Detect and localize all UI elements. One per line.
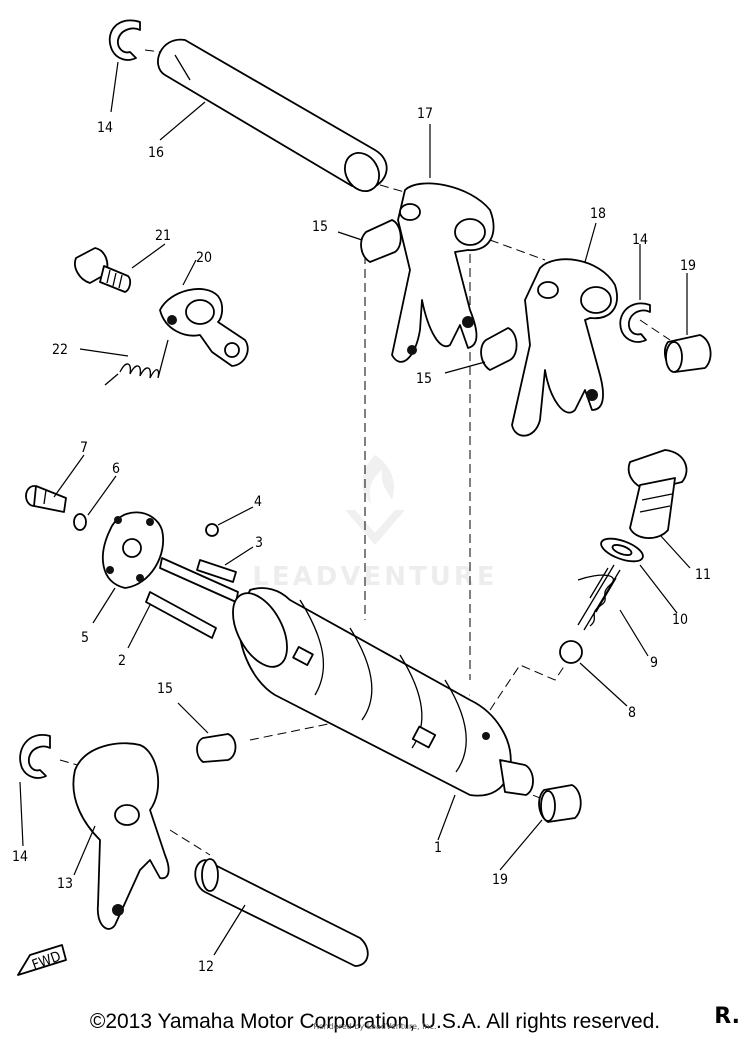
guide-bar-lower xyxy=(194,858,369,967)
shift-fork-13 xyxy=(72,742,170,930)
fwd-label: FWD xyxy=(30,949,63,974)
label-14-top: 14 xyxy=(97,120,113,136)
stopper-lever xyxy=(159,288,249,367)
label-19-lower: 19 xyxy=(492,872,508,888)
screw-7 xyxy=(25,485,67,513)
fwd-arrow-icon: FWD xyxy=(17,944,67,976)
washer-10 xyxy=(600,537,644,563)
circlip-top-left xyxy=(108,19,141,61)
spring-9 xyxy=(577,564,621,631)
washer-6 xyxy=(73,513,87,531)
label-9: 9 xyxy=(650,655,658,671)
shift-drum xyxy=(232,587,534,797)
label-8: 8 xyxy=(628,705,636,721)
copyright-notice: ©2013 Yamaha Motor Corporation, U.S.A. A… xyxy=(89,1010,661,1033)
parts-diagram: FWD 14 16 17 15 21 20 xyxy=(12,19,712,976)
label-20: 20 xyxy=(196,250,212,266)
label-7: 7 xyxy=(80,440,88,456)
rendered-by-note: Rendered by LeadVenture, Inc. xyxy=(313,1022,437,1031)
label-15-lower: 15 xyxy=(157,681,173,697)
page-letter: R. xyxy=(714,1004,740,1029)
guide-bar-upper xyxy=(157,38,388,192)
bolt-11 xyxy=(627,449,688,539)
label-17: 17 xyxy=(417,106,433,122)
label-15-top: 15 xyxy=(312,219,328,235)
guide-pin-middle xyxy=(480,327,518,371)
shift-fork-17 xyxy=(391,182,495,363)
drum-pins xyxy=(145,557,239,639)
label-3: 3 xyxy=(255,535,263,551)
label-11: 11 xyxy=(695,567,711,583)
label-22: 22 xyxy=(52,342,68,358)
part-number-labels: 14 16 17 15 21 20 22 18 14 19 15 7 6 4 3… xyxy=(12,106,711,975)
clip-4 xyxy=(205,523,219,537)
shift-fork-18 xyxy=(511,258,618,437)
label-18: 18 xyxy=(590,206,606,222)
label-14-lower: 14 xyxy=(12,849,28,865)
bolt-21 xyxy=(74,247,132,293)
segment-plate xyxy=(102,511,164,589)
circlip-right xyxy=(619,302,651,343)
spring-22 xyxy=(104,339,169,386)
label-10: 10 xyxy=(672,612,688,628)
guide-pin-upper xyxy=(360,219,402,263)
guide-pin-lower xyxy=(196,733,237,763)
circlip-lower-left xyxy=(19,734,51,779)
label-2: 2 xyxy=(118,653,126,669)
label-13: 13 xyxy=(57,876,73,892)
label-5: 5 xyxy=(81,630,89,646)
bearing-cap-right xyxy=(664,334,712,373)
bearing-cap-lower xyxy=(538,784,582,823)
label-19-right: 19 xyxy=(680,258,696,274)
label-15-middle: 15 xyxy=(416,371,432,387)
label-16: 16 xyxy=(148,145,164,161)
ball-8 xyxy=(559,640,583,664)
label-12: 12 xyxy=(198,959,214,975)
label-4: 4 xyxy=(254,494,262,510)
label-1: 1 xyxy=(434,840,442,856)
leader-lines xyxy=(19,61,691,956)
label-21: 21 xyxy=(155,228,171,244)
label-14-right: 14 xyxy=(632,232,648,248)
label-6: 6 xyxy=(112,461,120,477)
